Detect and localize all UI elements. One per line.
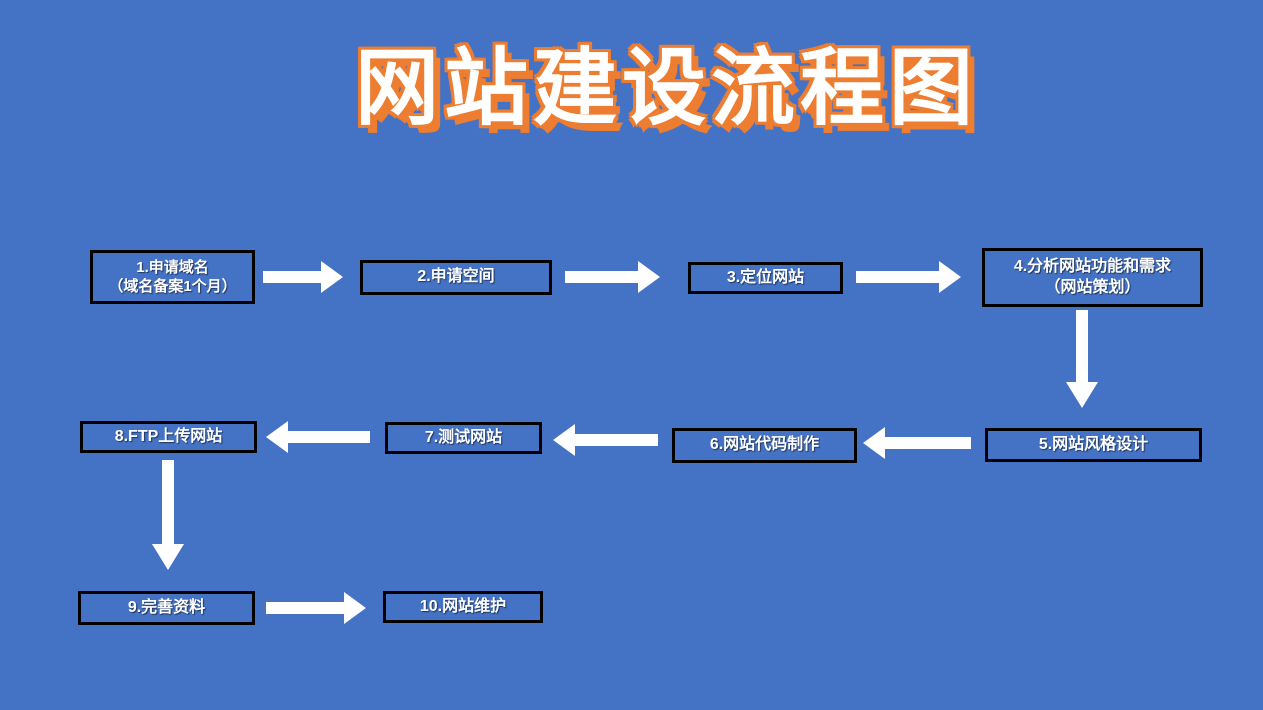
flow-step-6-code-production: 6.网站代码制作 [672,428,857,463]
flow-step-8-ftp-upload: 8.FTP上传网站 [80,421,257,453]
arrow-down-icon-step4-to-step5 [1066,310,1098,408]
flow-step-10-maintenance: 10.网站维护 [383,591,543,623]
arrow-left-icon-step7-to-step8 [266,421,370,453]
flow-step-5-style-design: 5.网站风格设计 [985,428,1202,462]
flow-step-9-complete-info: 9.完善资料 [78,591,255,625]
flow-step-1-apply-domain: 1.申请域名 （域名备案1个月） [90,250,255,304]
arrow-right-icon-step9-to-step10 [266,592,366,624]
flow-step-3-position-site: 3.定位网站 [688,262,843,294]
page-title: 网站建设流程图 [354,41,978,135]
arrow-left-icon-step5-to-step6 [863,427,971,459]
flow-step-2-apply-space: 2.申请空间 [360,260,552,295]
arrow-right-icon-step2-to-step3 [565,261,660,293]
arrow-right-icon-step3-to-step4 [856,261,961,293]
arrow-right-icon-step1-to-step2 [263,261,343,293]
flow-step-7-test-site: 7.测试网站 [385,422,542,454]
arrow-left-icon-step6-to-step7 [553,424,658,456]
flow-step-4-analyze-needs: 4.分析网站功能和需求 （网站策划） [982,248,1203,307]
arrow-down-icon-step8-to-step9 [152,460,184,570]
